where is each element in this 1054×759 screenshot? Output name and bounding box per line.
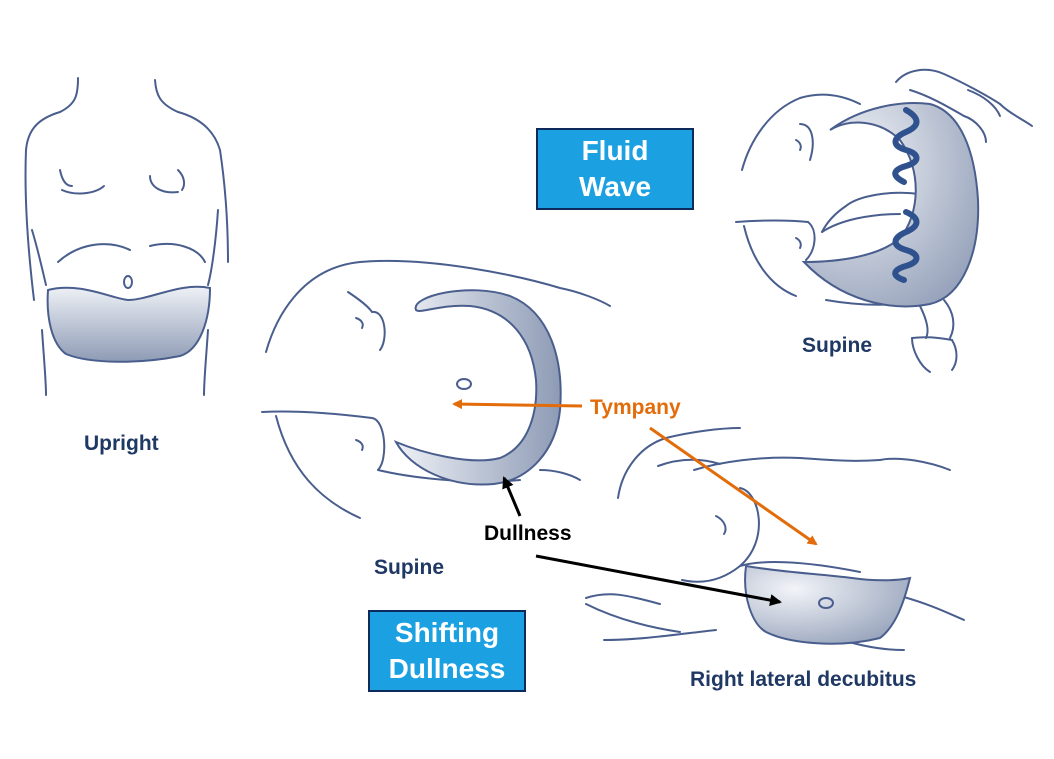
shifting-dullness-line-2: Dullness [388,653,506,684]
fluid-wave-line-2: Wave [578,171,652,202]
fluid-wave-line-1: Fluid [581,135,649,166]
dullness-arrow-right [535,554,782,607]
right-lateral-label: Right lateral decubitus [690,668,917,691]
fluid-wave-figure [735,68,1033,373]
dullness-arrow-up [502,476,522,517]
supine-left-label: Supine [374,556,445,579]
tympany-label: Tympany [590,396,681,419]
right-lateral-navel [818,597,834,609]
shifting-dullness-line-1: Shifting [394,617,500,648]
upright-figure [24,77,229,396]
dullness-label: Dullness [484,522,572,545]
fluid-wave-fluid [801,102,980,308]
spring-icon [892,107,920,283]
shifting-dullness-box: Shifting Dullness [368,610,526,692]
tympany-arrow-right [649,426,818,546]
tympany-arrow-left [452,399,583,410]
supine-right-label: Supine [802,334,873,357]
upright-label: Upright [84,432,159,455]
fluid-wave-box: Fluid Wave [536,128,694,210]
right-lateral-fluid [744,564,912,645]
supine-crescent-fluid [393,289,562,486]
upright-fluid [46,285,212,363]
